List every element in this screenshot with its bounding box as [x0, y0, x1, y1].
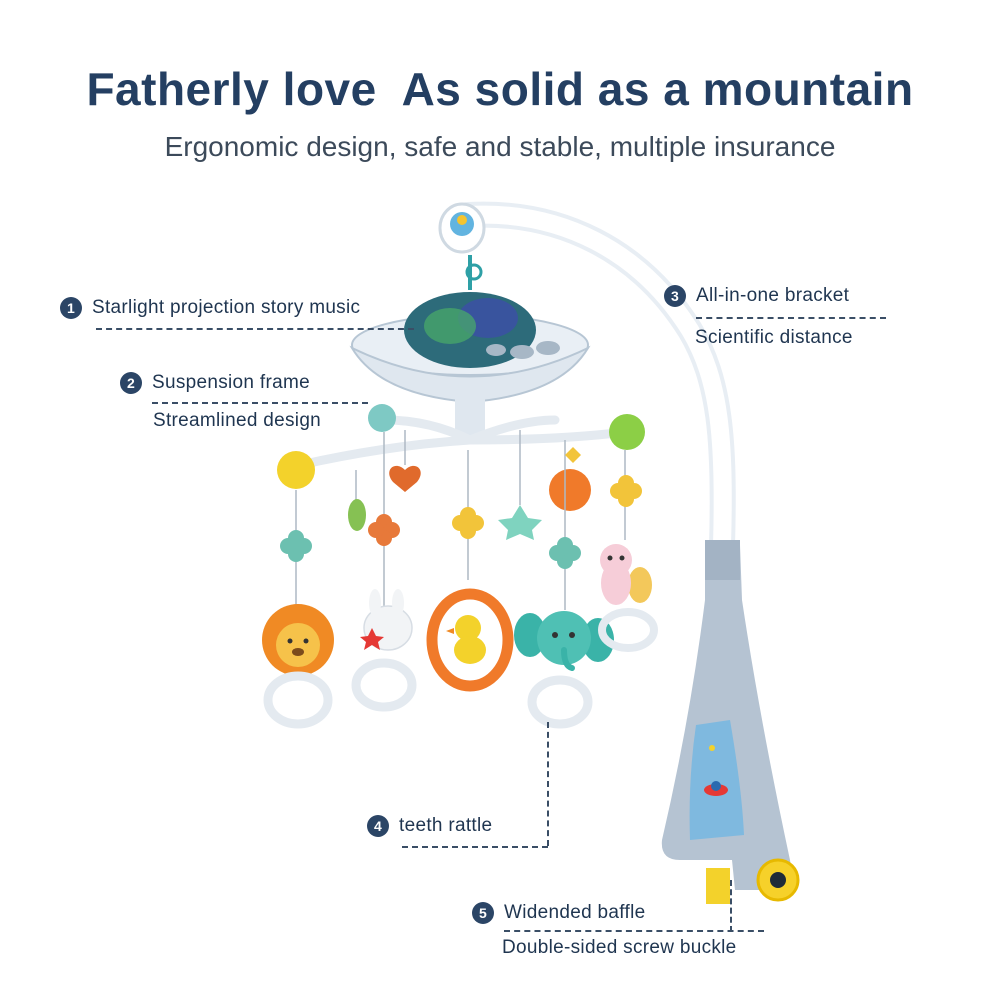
- callout-4-vertical-leader: [547, 722, 549, 846]
- bead-icon: [368, 404, 396, 432]
- bee-toy-icon: [598, 544, 658, 652]
- projector-icon: [349, 292, 591, 440]
- clover-icon: [549, 537, 581, 569]
- callout-label: All-in-one bracket: [696, 285, 850, 306]
- callout-sublabel: Scientific distance: [695, 327, 853, 348]
- callout-number-badge: 3: [664, 285, 686, 307]
- clover-icon: [368, 514, 400, 546]
- bead-icon: [277, 451, 315, 489]
- bead-icon: [609, 414, 645, 450]
- clover-icon: [610, 475, 642, 507]
- callout-sublabel: Streamlined design: [153, 410, 322, 431]
- top-badge-icon: [438, 202, 486, 254]
- subheadline: Ergonomic design, safe and stable, multi…: [164, 131, 836, 162]
- clover-icon: [452, 507, 484, 539]
- callout-number-badge: 2: [120, 372, 142, 394]
- headline: Fatherly love As solid as a mountain: [86, 63, 914, 115]
- star-icon: [498, 505, 542, 540]
- callout-3-divider: [696, 317, 886, 319]
- callout-1-leader: [96, 328, 414, 330]
- callout-4-leader: [402, 846, 548, 848]
- bead-icon: [549, 469, 591, 511]
- callout-4: 4 teeth rattle: [367, 815, 492, 837]
- lion-toy-icon: [262, 604, 334, 729]
- rabbit-toy-icon: [351, 589, 417, 712]
- leaf-icon: [348, 499, 366, 531]
- callout-1: 1 Starlight projection story music: [60, 297, 360, 319]
- clamp-base-icon: [661, 540, 800, 904]
- callout-2-divider: [152, 402, 368, 404]
- callout-5: 5 Widended baffle Double-sided screw buc…: [472, 902, 764, 959]
- callout-number-badge: 5: [472, 902, 494, 924]
- callout-5-divider: [504, 930, 764, 932]
- callout-2: 2 Suspension frame Streamlined design: [120, 372, 368, 432]
- callout-3: 3 All-in-one bracket Scientific distance: [664, 285, 886, 349]
- heart-icon: [389, 465, 421, 492]
- callout-label: teeth rattle: [399, 815, 493, 836]
- callout-label: Starlight projection story music: [92, 297, 361, 318]
- callout-label: Suspension frame: [152, 372, 310, 393]
- callout-number-badge: 1: [60, 297, 82, 319]
- callout-5-vertical-leader: [730, 880, 732, 932]
- callout-sublabel: Double-sided screw buckle: [502, 937, 737, 958]
- duck-ring-toy-icon: [426, 588, 514, 692]
- callout-label: Widended baffle: [504, 902, 646, 923]
- clover-icon: [280, 530, 312, 562]
- callout-number-badge: 4: [367, 815, 389, 837]
